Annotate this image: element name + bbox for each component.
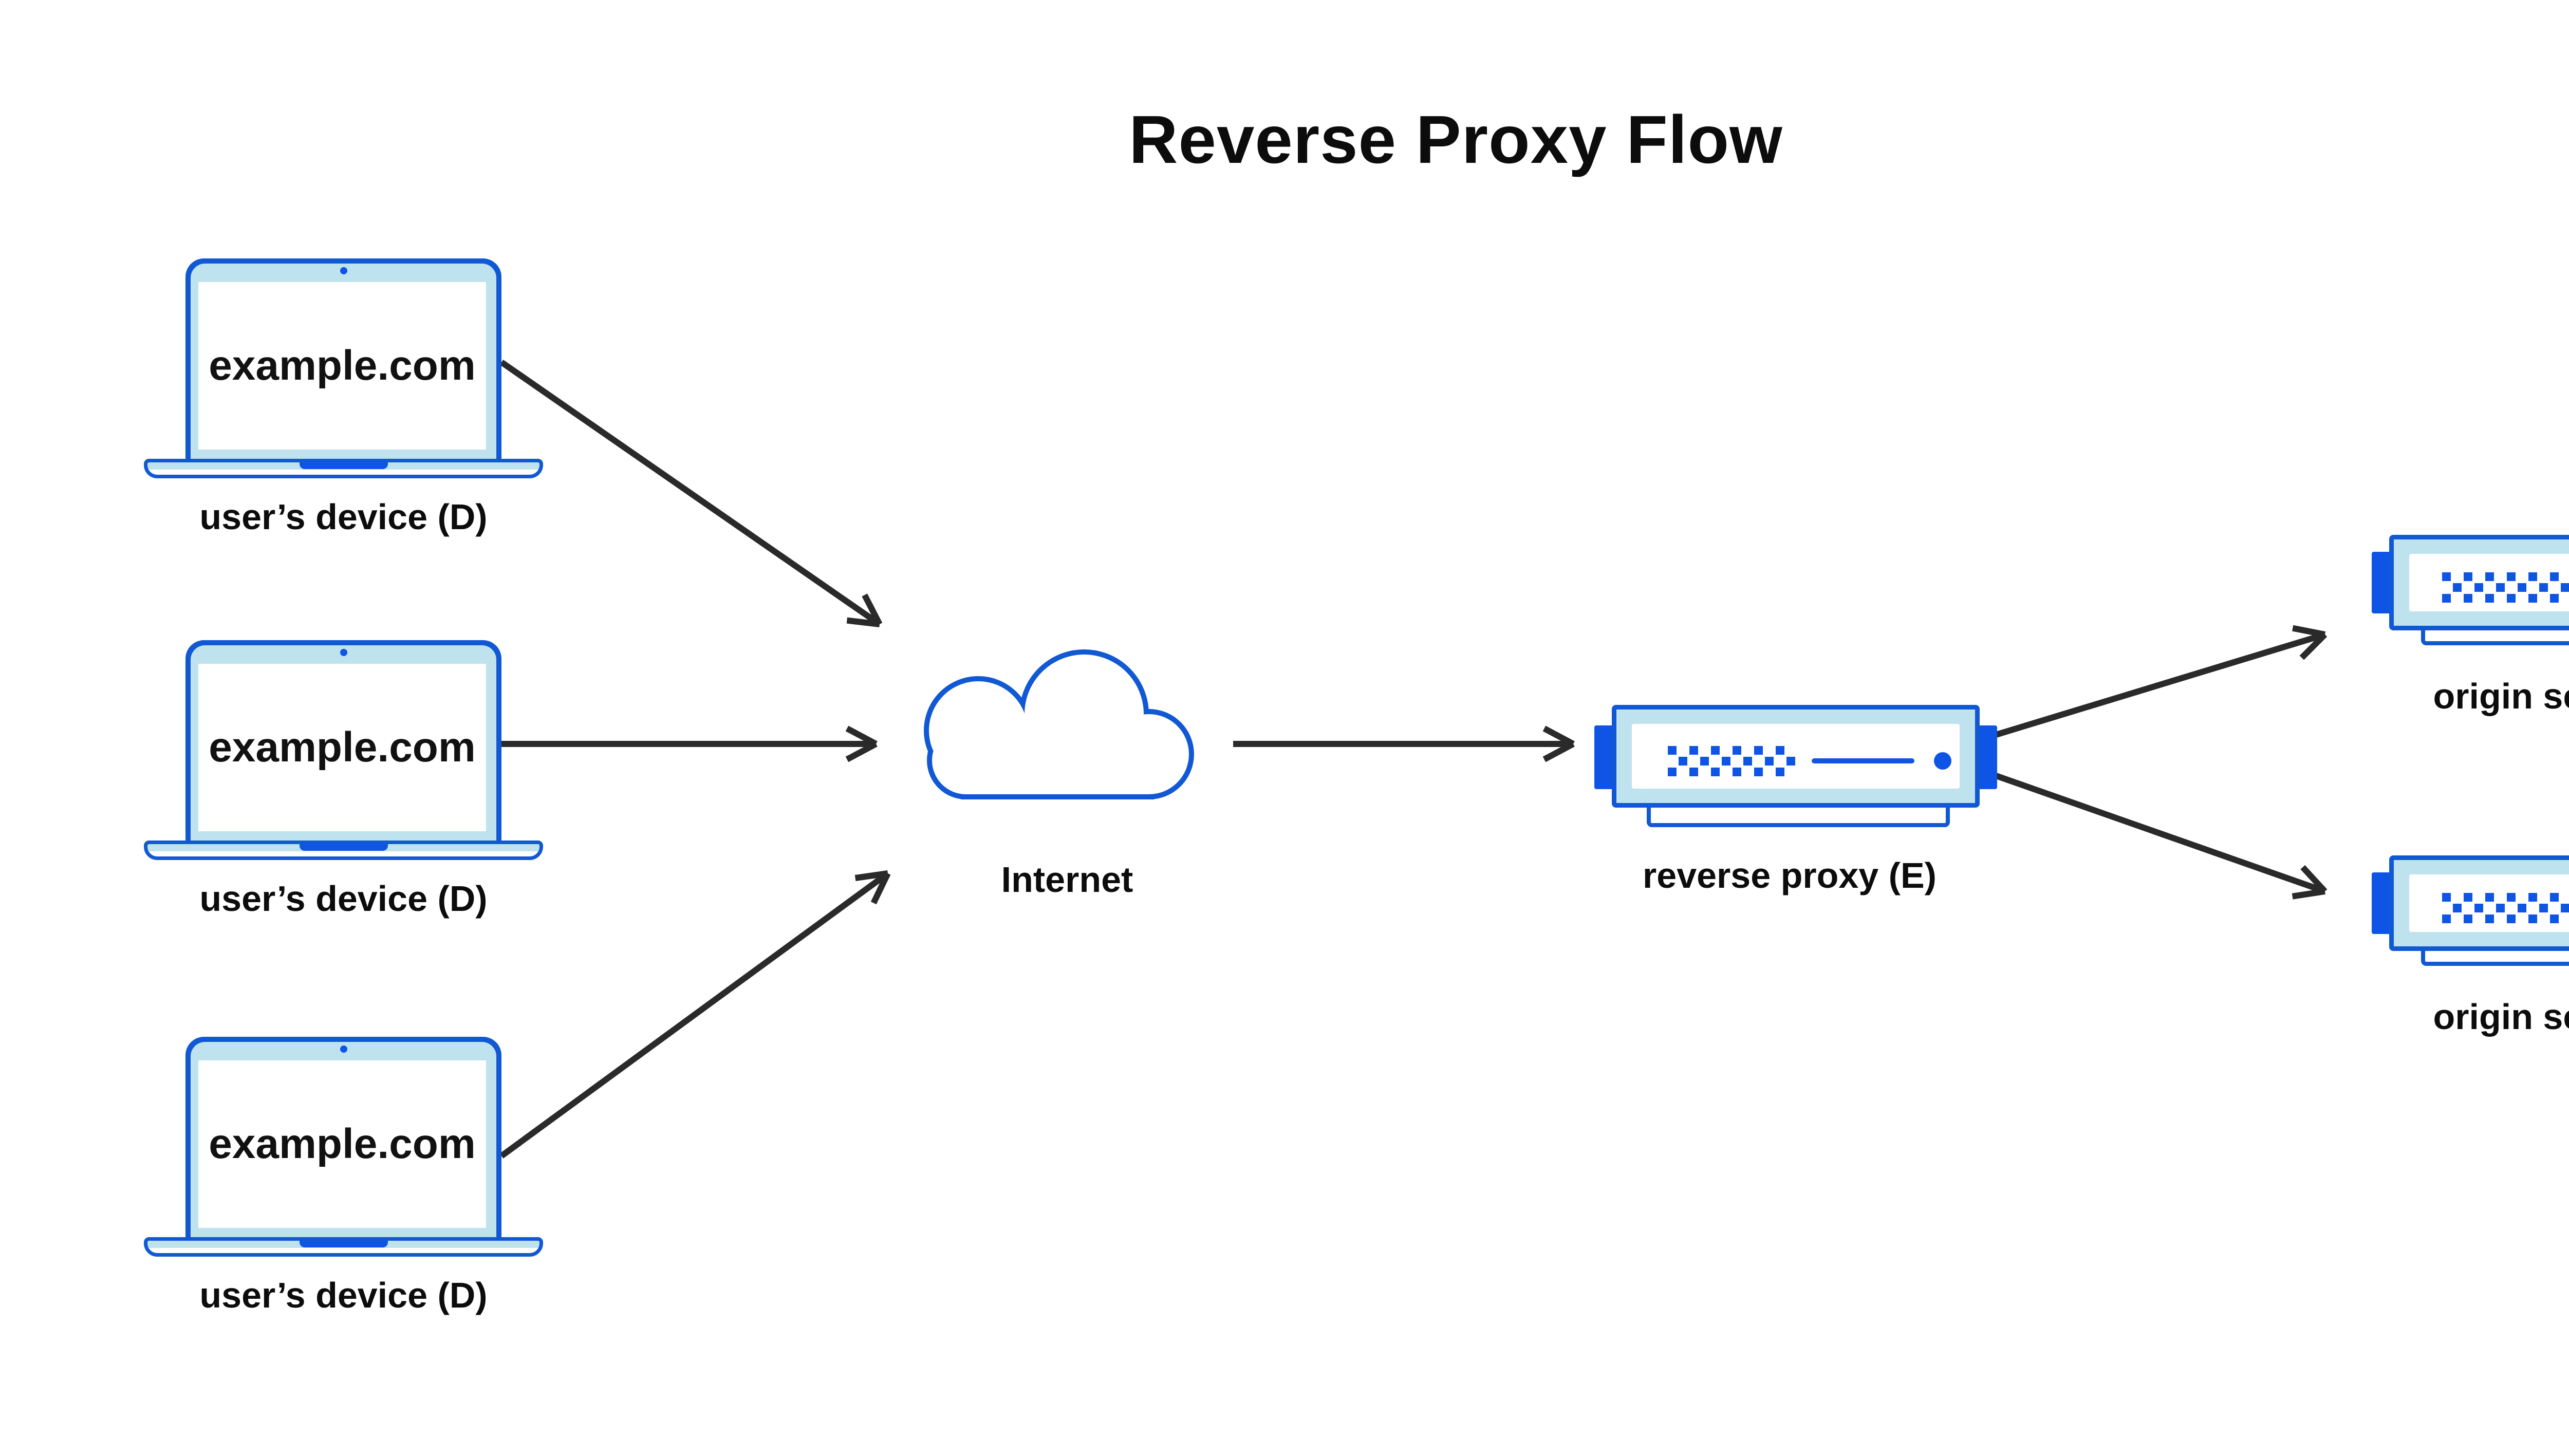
laptop-hinge-notch [299, 844, 388, 851]
cloud-icon [924, 649, 1194, 799]
server-faceplate [2409, 554, 2569, 611]
server-vents-icon [2442, 572, 2569, 603]
server-icon [1612, 705, 1980, 808]
laptop-icon: example.com [185, 640, 501, 842]
server-icon [2389, 855, 2569, 951]
server-vents-icon [2442, 893, 2569, 923]
laptop-icon: example.com [185, 1037, 501, 1238]
flow-arrow [501, 725, 878, 762]
server-power-dot-icon [1934, 752, 1951, 770]
laptop-hinge-notch [299, 462, 388, 469]
internet-label: Internet [1001, 860, 1133, 900]
page-title: Reverse Proxy Flow [1129, 102, 1783, 177]
laptop-base [144, 459, 543, 478]
origin-server-label: origin server (F) [2433, 676, 2569, 716]
camera-dot-icon [340, 649, 347, 656]
camera-dot-icon [340, 267, 347, 274]
laptop-base [144, 841, 543, 860]
flow-arrow [499, 360, 883, 627]
laptop-hinge-notch [299, 1241, 388, 1247]
device-label: user’s device (D) [199, 497, 488, 537]
device-screen-url: example.com [209, 342, 476, 389]
server-vents-icon [1668, 746, 1795, 776]
laptop-screen: example.com [198, 282, 486, 450]
laptop-icon: example.com [185, 258, 501, 460]
flow-arrow [1995, 773, 2328, 900]
flow-arrow [1233, 725, 1575, 762]
server-faceplate [2409, 874, 2569, 932]
reverse-proxy-label: reverse proxy (E) [1643, 855, 1937, 895]
flow-arrow [1995, 625, 2328, 738]
flow-arrow [499, 870, 891, 1159]
device-label: user’s device (D) [199, 879, 488, 919]
laptop-base [144, 1237, 543, 1257]
origin-server-label: origin server (F) [2433, 997, 2569, 1037]
laptop-screen: example.com [198, 1060, 486, 1228]
device-screen-url: example.com [209, 1121, 476, 1167]
device-label: user’s device (D) [199, 1275, 488, 1315]
device-screen-url: example.com [209, 724, 476, 771]
server-faceplate [1632, 724, 1960, 789]
server-icon [2389, 535, 2569, 630]
camera-dot-icon [340, 1046, 347, 1053]
laptop-screen: example.com [198, 664, 486, 831]
server-slot-icon [1812, 758, 1914, 763]
